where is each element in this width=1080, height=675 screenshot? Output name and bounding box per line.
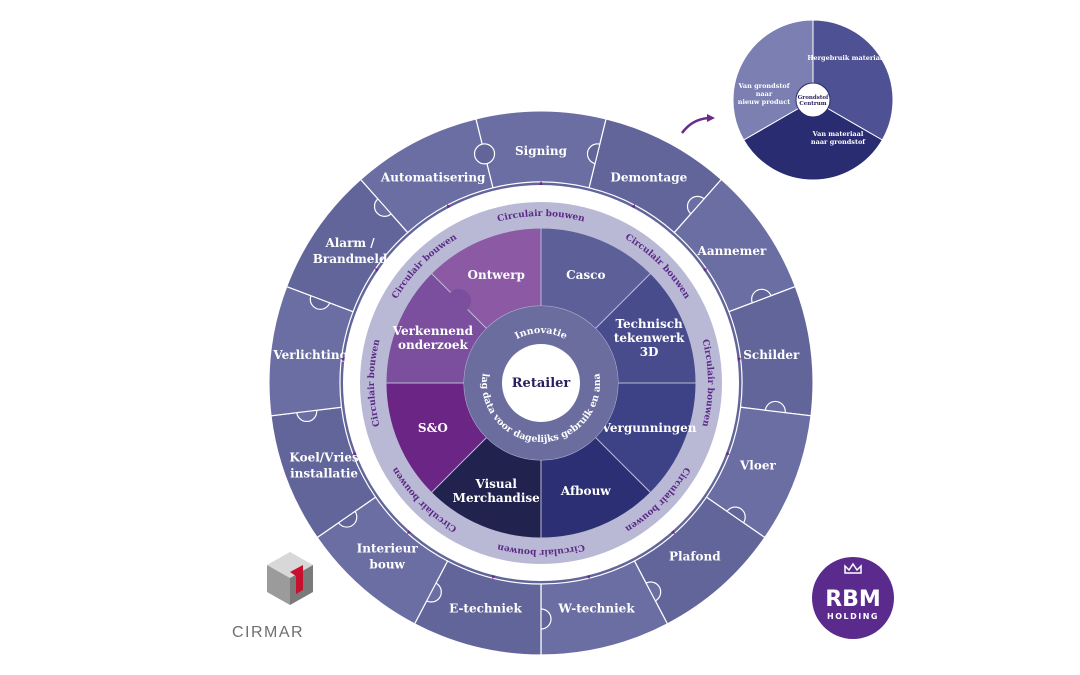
outer-segment-label: Verlichting	[272, 348, 348, 362]
outer-segment-label-line: bouw	[369, 558, 405, 572]
side-segment-label-line: naar grondstof	[811, 138, 866, 146]
inner-segment-label: S&O	[418, 421, 448, 435]
inner-segment-label-line: Visual	[474, 477, 517, 491]
side-center-label-line: Grondstof	[798, 95, 829, 101]
side-segment-label-line: Van materiaal	[812, 130, 864, 138]
side-center	[795, 82, 831, 118]
center-circle	[502, 344, 580, 422]
side-segment-label-line: naar	[756, 90, 773, 98]
side-segment-label-line: nieuw product	[738, 98, 790, 106]
outer-segment-label-line: Plafond	[669, 550, 721, 564]
outer-segment-label-line: E-techniek	[449, 601, 522, 615]
outer-segment-label: Schilder	[743, 348, 800, 362]
side-segment	[743, 99, 883, 181]
inner-segment-label-line: Ontwerp	[468, 268, 525, 282]
puzzle-knob	[473, 143, 496, 165]
inner-segment-label: Afbouw	[560, 484, 611, 498]
cirmar-logo: CIRMAR	[232, 552, 313, 641]
core-top-label: Innovatie	[513, 325, 569, 342]
inner-segment-label: Casco	[566, 268, 605, 282]
inner-segment-label-line: Casco	[566, 268, 605, 282]
inner-segment-label-line: Merchandise	[453, 491, 540, 505]
outer-segment-label: Aannemer	[697, 244, 768, 258]
outer-segment-label-line: Brandmeld	[313, 252, 388, 266]
inner-segment-label-line: S&O	[418, 421, 448, 435]
outer-segment-label-line: Automatisering	[380, 171, 486, 185]
outer-segment-label: Vloer	[739, 458, 777, 472]
side-segment	[732, 19, 814, 141]
outer-segment-label: Koel/Vries installatie	[289, 450, 359, 480]
outer-segment-label: Automatisering	[380, 171, 486, 185]
side-arrow	[680, 114, 715, 134]
outer-segment-label: E-techniek	[449, 601, 522, 615]
side-segment	[812, 19, 894, 141]
outer-segment-label: Signing	[515, 144, 568, 158]
outer-segment-label-line: Schilder	[743, 348, 800, 362]
outer-segment-label-line: Vloer	[739, 458, 777, 472]
inner-segment-label-line: Technisch	[615, 317, 683, 331]
outer-segment-label-line: Koel/Vries	[289, 450, 359, 464]
outer-segment-label-line: Signing	[515, 144, 568, 158]
inner-segment-label-line: Afbouw	[560, 484, 611, 498]
puzzle-knob	[446, 288, 471, 313]
inner-segment-label-line: onderzoek	[398, 338, 469, 352]
outer-segment-label-line: Interieur	[357, 542, 419, 556]
outer-segment-label-line: Aannemer	[697, 244, 768, 258]
center-label: Retailer	[512, 376, 571, 391]
core-top-label-path: Innovatie	[513, 325, 569, 342]
inner-segment-label-line: 3D	[640, 345, 659, 359]
outer-segment-label-line: W-techniek	[557, 601, 635, 615]
outer-segment-label-line: Alarm /	[324, 236, 375, 250]
side-segment-label: Hergebruik materiaal	[807, 54, 887, 62]
side-segment-label-line: Hergebruik materiaal	[807, 54, 887, 62]
rbm-wordmark: RBM	[825, 587, 881, 612]
outer-segment-label: W-techniek	[557, 601, 635, 615]
rbm-badge	[812, 557, 894, 639]
rbm-logo: RBM HOLDING	[812, 557, 894, 639]
outer-segment-label: Alarm / Brandmeld	[313, 236, 388, 266]
side-center-label-line: Centrum	[799, 101, 826, 107]
side-segment-label-line: Van grondstof	[737, 82, 790, 90]
cirmar-wordmark: CIRMAR	[232, 624, 304, 641]
inner-segment-label-line: Verkennend	[392, 324, 474, 338]
cirmar-cube-left	[267, 565, 290, 605]
outer-segment-label-line: Verlichting	[272, 348, 348, 362]
inner-segment-label: Vergunningen	[601, 421, 697, 435]
inner-segment-label: Ontwerp	[468, 268, 525, 282]
inner-segment-label-line: Vergunningen	[601, 421, 697, 435]
outer-segment-label-line: Demontage	[610, 171, 687, 185]
cirmar-red-mark	[290, 565, 303, 594]
inner-segment-label-line: tekenwerk	[614, 331, 685, 345]
outer-segment-label: Plafond	[669, 550, 721, 564]
outer-segment-label-line: installatie	[290, 466, 358, 480]
rbm-subtitle: HOLDING	[827, 612, 879, 621]
outer-segment-label: Interieur bouw	[357, 542, 419, 572]
outer-segment-label: Demontage	[610, 171, 687, 185]
crown-icon	[844, 562, 862, 574]
